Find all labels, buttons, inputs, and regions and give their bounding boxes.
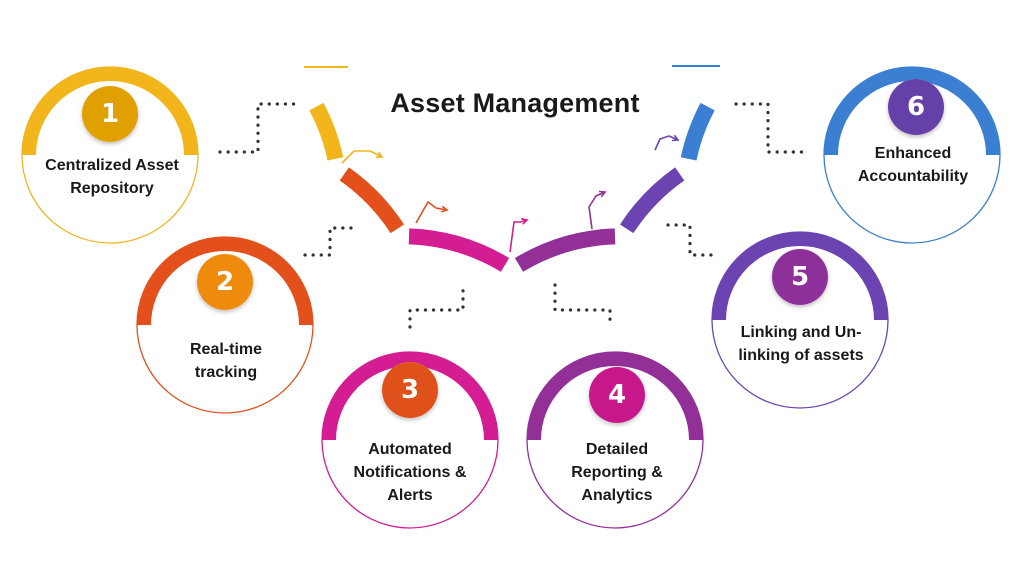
step-5-number-badge: 5	[772, 249, 828, 305]
step-1-top-arc	[22, 67, 198, 156]
center-arc-segment-3	[408, 228, 510, 272]
center-arc-segment-1	[309, 102, 344, 161]
step-1-circle	[21, 66, 199, 244]
step-6-top-arc	[824, 67, 1000, 156]
step-1-label: Centralized Asset Repository	[45, 157, 179, 197]
dotted-connector-2	[303, 226, 357, 257]
step-3-label: Automated Notifications & Alerts	[353, 441, 467, 504]
step-6-number-badge: 6	[888, 79, 944, 135]
step-1-number-badge: 1	[82, 86, 138, 142]
step-6-label: Enhanced Accountability	[857, 145, 969, 185]
step-5-top-arc	[712, 232, 888, 321]
center-arc-segment-5	[619, 167, 685, 234]
connector-arrowhead-4	[598, 190, 607, 198]
connector-arrowhead-1	[375, 151, 384, 159]
center-arc-segment-4	[514, 228, 616, 272]
dotted-connector-3	[408, 283, 465, 329]
connector-arrowhead-2	[441, 205, 449, 213]
center-arc-segment-2	[339, 167, 405, 234]
dotted-connector-1	[218, 102, 298, 154]
connector-arrow-4	[588, 191, 606, 230]
step-3-top-arc	[322, 352, 498, 441]
connector-arrow-2	[415, 201, 448, 224]
connector-arrow-1	[341, 150, 383, 164]
center-arc-segment-6	[680, 102, 715, 161]
connector-arrowhead-3	[520, 217, 529, 225]
dotted-connector-5	[666, 223, 717, 257]
step-4-top-arc	[527, 352, 703, 441]
connector-arrow-5	[654, 135, 679, 151]
step-5-label: Linking and Un- linking of assets	[738, 324, 864, 364]
diagram-title: Asset Management	[390, 88, 640, 118]
step-2-label: Real-time tracking	[189, 341, 263, 381]
dotted-connector-6	[734, 102, 804, 154]
step-3-number-badge: 3	[382, 362, 438, 418]
dotted-connector-4	[553, 283, 612, 329]
step-4-circle	[526, 351, 704, 529]
step-4-number-badge: 4	[589, 367, 645, 423]
connector-arrow-3	[509, 219, 528, 253]
step-2-number-badge: 2	[197, 254, 253, 310]
connector-arrowhead-5	[671, 134, 680, 142]
step-4-label: Detailed Reporting & Analytics	[571, 441, 663, 504]
step-2-top-arc	[137, 237, 313, 326]
